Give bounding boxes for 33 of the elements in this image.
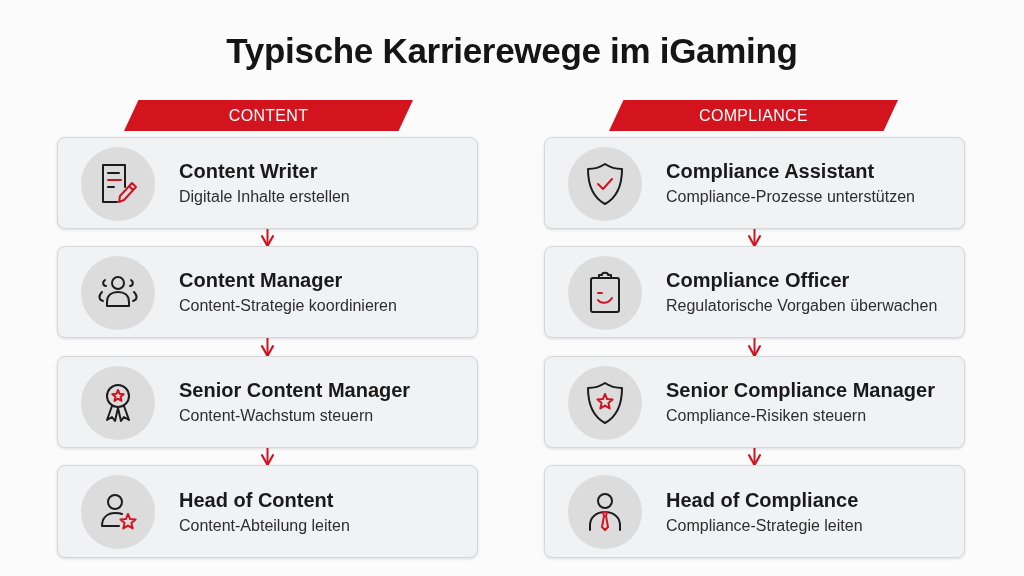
arrow <box>748 447 761 467</box>
role-card <box>544 465 965 558</box>
role-description: Regulatorische Vorgaben überwachen <box>666 296 939 316</box>
role-card <box>57 356 478 448</box>
role-title: Compliance Assistant <box>666 159 876 183</box>
role-title: Content Manager <box>179 268 344 292</box>
role-title: Compliance Officer <box>666 268 851 292</box>
role-card <box>57 137 478 229</box>
role-card <box>544 246 965 338</box>
arrow <box>261 447 274 467</box>
role-description: Content-Wachstum steuern <box>179 406 375 426</box>
arrow <box>261 337 274 358</box>
role-title: Senior Compliance Manager <box>666 378 936 402</box>
role-title: Senior Content Manager <box>179 378 412 402</box>
role-description: Compliance-Prozesse unterstützen <box>666 187 916 207</box>
role-title: Head of Content <box>179 487 335 512</box>
role-description: Compliance-Strategie leiten <box>666 515 864 536</box>
role-card <box>57 246 478 338</box>
section-banner: CONTENT <box>124 100 413 131</box>
role-description: Compliance-Risiken steuern <box>666 406 868 426</box>
arrow <box>748 228 761 248</box>
role-card <box>544 356 965 448</box>
role-description: Content-Abteilung leiten <box>179 515 351 536</box>
role-card <box>544 137 965 229</box>
title: Typische Karrierewege im iGaming <box>225 30 799 72</box>
role-title: Head of Compliance <box>666 487 860 512</box>
arrow <box>748 337 761 358</box>
arrow <box>261 228 274 248</box>
role-description: Digitale Inhalte erstellen <box>179 187 351 207</box>
section-banner: COMPLIANCE <box>609 100 898 131</box>
role-title: Content Writer <box>179 159 319 183</box>
role-card <box>57 465 478 558</box>
role-description: Content-Strategie koordinieren <box>179 296 398 316</box>
